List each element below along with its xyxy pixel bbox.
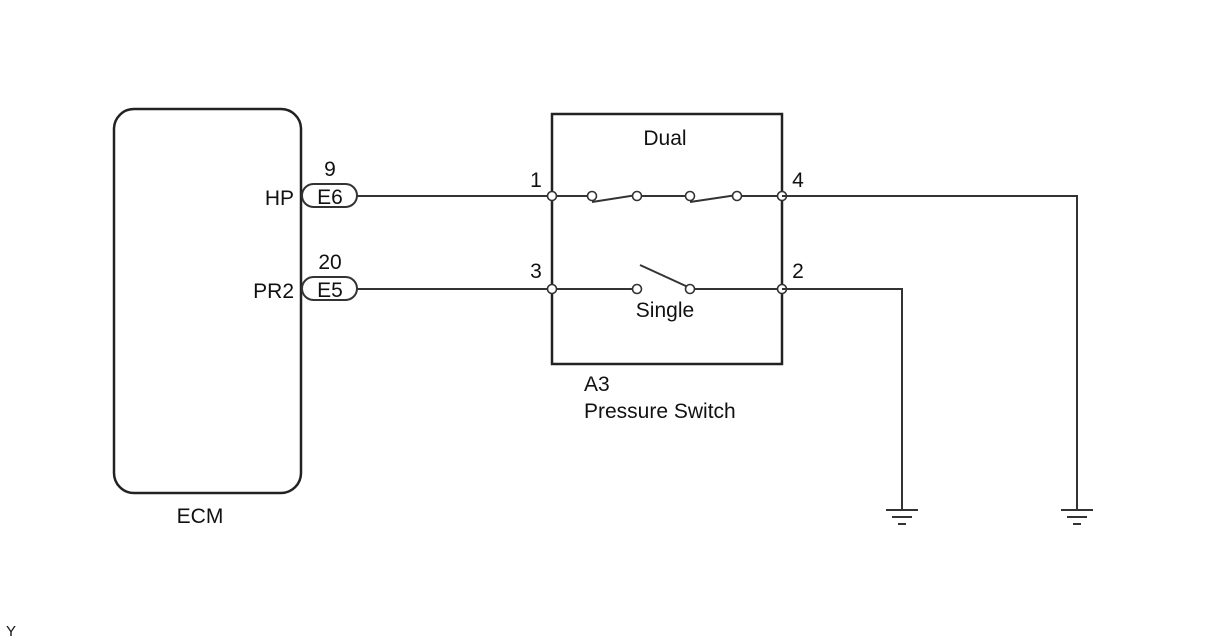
dual-switch-contact bbox=[731, 190, 743, 202]
switch-code-label: A3 bbox=[584, 373, 610, 396]
dual-switch-contact bbox=[586, 190, 598, 202]
terminal-4-ground-wire bbox=[782, 195, 1078, 509]
dual-switch-contact bbox=[684, 190, 696, 202]
terminal-1-node bbox=[546, 190, 558, 202]
hp-pin-number: 9 bbox=[324, 158, 336, 181]
terminal-1-label: 1 bbox=[530, 169, 542, 192]
terminal-2-ground-wire bbox=[782, 288, 903, 509]
terminal-4-label: 4 bbox=[792, 169, 804, 192]
dual-switch-contact bbox=[631, 190, 643, 202]
hp-signal-label: HP bbox=[265, 187, 294, 210]
hp-connector-label: E6 bbox=[317, 186, 343, 209]
dual-switch-circuit bbox=[552, 190, 782, 203]
terminal-3-node bbox=[546, 283, 558, 295]
single-switch-contact bbox=[684, 283, 696, 295]
pressure-switch-box bbox=[550, 112, 784, 366]
switch-name-label: Pressure Switch bbox=[584, 400, 736, 423]
single-switch-contact bbox=[631, 283, 643, 295]
pr2-pin-number: 20 bbox=[318, 251, 341, 274]
dual-label: Dual bbox=[643, 127, 686, 150]
corner-mark: Y bbox=[6, 623, 16, 640]
single-switch-circuit bbox=[552, 264, 782, 295]
ecm-label: ECM bbox=[177, 505, 224, 528]
ground-icon bbox=[886, 509, 918, 525]
pr2-connector-label: E5 bbox=[317, 279, 343, 302]
terminal-2-label: 2 bbox=[792, 260, 804, 283]
pr2-signal-label: PR2 bbox=[253, 280, 294, 303]
single-label: Single bbox=[636, 299, 694, 322]
ecm-box bbox=[112, 107, 303, 495]
terminal-3-label: 3 bbox=[530, 260, 542, 283]
ground-icon bbox=[1061, 509, 1093, 525]
